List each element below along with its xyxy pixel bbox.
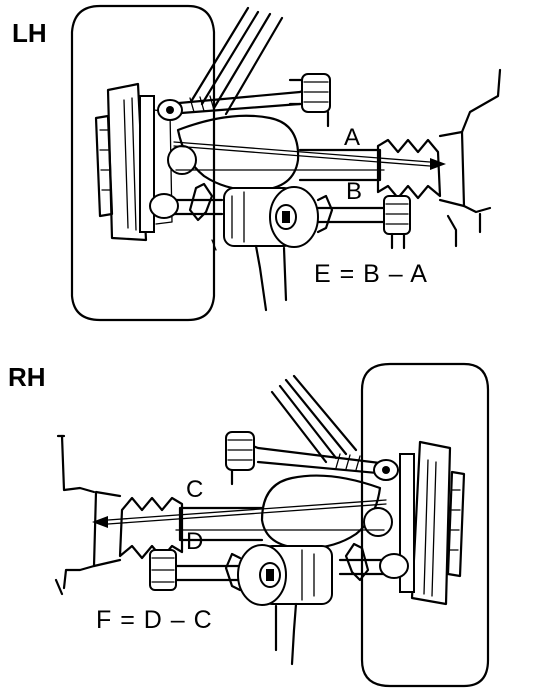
rh-side-label: RH [8, 362, 46, 392]
lh-assembly [70, 4, 502, 322]
lh-tie-rod [316, 194, 411, 250]
rh-ball-joint [363, 507, 393, 537]
rh-damper [237, 544, 333, 666]
lh-drive-shaft [298, 68, 502, 234]
rh-upper-bushing [225, 431, 255, 486]
lh-side-label: LH [12, 18, 47, 48]
lh-measure-line-a [173, 141, 446, 170]
lh-upper-bushing [288, 73, 331, 128]
rh-brake-hub [399, 440, 466, 606]
rh-measure-d-label: D [186, 528, 204, 555]
rh-measure-c-label: C [186, 476, 204, 503]
lh-frame-member [446, 214, 458, 248]
rh-upper-arm [236, 438, 399, 481]
lh-strut-tower [190, 6, 284, 116]
lh-measure-b-label: B [346, 178, 363, 205]
lh-lower-arm [149, 182, 224, 251]
rh-knuckle [260, 474, 382, 550]
lh-measure-a-label: A [344, 124, 361, 151]
lh-formula: E = B – A [314, 260, 428, 288]
rh-assembly [54, 362, 490, 688]
rh-measure-line-c [92, 499, 387, 528]
rh-frame-member [54, 434, 66, 596]
rh-lower-arm [338, 542, 409, 582]
lh-wheel-outline [70, 4, 216, 322]
rh-wheel-outline [360, 362, 490, 688]
rh-formula: F = D – C [96, 606, 213, 634]
rh-tie-rod [149, 549, 242, 592]
rh-strut-tower [270, 374, 358, 464]
lh-knuckle [176, 114, 300, 192]
lh-damper [223, 186, 319, 312]
lh-upper-arm [157, 82, 322, 121]
